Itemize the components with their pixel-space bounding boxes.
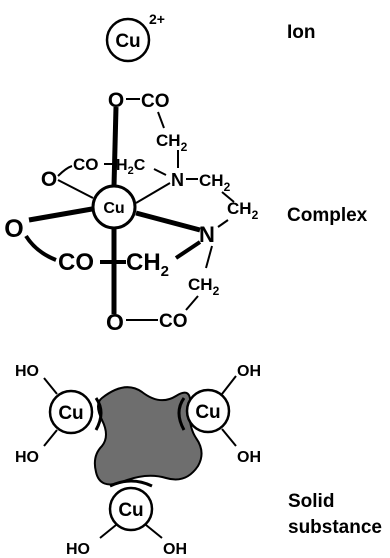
atom-ch2-front: CH2 <box>126 249 169 280</box>
bond-cu-o-left-back <box>57 179 94 199</box>
ion-metal-symbol: Cu <box>115 31 140 52</box>
solid-bottom-oh-left: HO <box>66 541 90 558</box>
solid-cu-bottom-bond <box>109 479 153 488</box>
atom-o-top: O <box>108 89 124 112</box>
solid-group: Cu HO HO Cu OH OH Cu HO OH Solid substan… <box>15 363 382 558</box>
atom-co-top: CO <box>141 91 170 112</box>
bond-cu-n-front <box>135 210 201 233</box>
solid-cu-right-bond <box>177 397 186 431</box>
solid-cu-bottom-symbol: Cu <box>118 500 143 521</box>
complex-label: Complex <box>287 205 368 226</box>
bond-n-ch2-low <box>205 245 213 269</box>
bond-o-co-front <box>24 234 57 262</box>
bond-cu-n-back <box>135 182 171 204</box>
complex-group: O CO CH2 O CO H2C N CH2 CH2 Cu N O CO CH… <box>4 89 367 335</box>
bond-co-ch2-top <box>157 111 165 129</box>
atom-ch2-right-mid: CH2 <box>227 199 259 222</box>
atom-n-back: N <box>171 170 184 190</box>
solid-right-oh-bottom: OH <box>237 449 261 466</box>
solid-left-oh-top-bond <box>43 377 58 395</box>
solid-bottom-oh-left-bond <box>99 524 117 539</box>
bond-h2c-n-back <box>153 168 167 176</box>
bond-ch2-n-front <box>217 219 229 228</box>
solid-left-oh-top: HO <box>15 363 39 380</box>
solid-right-oh-top: OH <box>237 363 261 380</box>
solid-left-oh-bottom: HO <box>15 449 39 466</box>
solid-bottom-oh-right: OH <box>163 541 187 558</box>
complex-metal-symbol: Cu <box>103 200 124 217</box>
atom-o-bottom: O <box>106 309 124 335</box>
solid-cu-bottom-circle <box>108 486 154 532</box>
solid-cu-left-bond <box>94 397 103 431</box>
atom-co-front: CO <box>58 249 94 276</box>
complex-cu-circle <box>91 184 137 230</box>
solid-left-oh-bottom-bond <box>43 429 58 447</box>
solid-label-line2: substance <box>288 517 382 538</box>
bond-cu-o-left-front <box>28 206 93 223</box>
atom-co-bottom: CO <box>159 311 188 332</box>
ion-group: Cu 2+ Ion <box>105 11 316 63</box>
ion-circle <box>105 17 151 63</box>
atom-o-left-front: O <box>4 215 23 243</box>
ion-charge: 2+ <box>149 11 165 27</box>
solid-bottom-oh-right-bond <box>145 524 163 539</box>
solid-cu-right-symbol: Cu <box>195 402 220 423</box>
bond-cu-o-top <box>111 106 119 187</box>
solid-label-line1: Solid <box>288 491 334 512</box>
atom-h2c-mid: H2C <box>116 157 146 177</box>
atom-o-left-back: O <box>41 168 57 191</box>
atom-ch2-top: CH2 <box>156 131 188 154</box>
bond-o-co-mid <box>57 165 73 177</box>
solid-particle <box>93 386 203 486</box>
atom-co-mid-back: CO <box>73 155 99 174</box>
bond-ch2-co-bottom <box>185 295 199 311</box>
solid-cu-left-symbol: Cu <box>58 403 83 424</box>
bond-ch2-ch2-right <box>221 191 235 203</box>
solid-cu-right-circle <box>185 388 231 434</box>
solid-cu-left-circle <box>48 389 94 435</box>
atom-n-front: N <box>199 222 215 247</box>
solid-right-oh-bottom-bond <box>221 428 237 447</box>
atom-ch2-low: CH2 <box>188 275 220 298</box>
solid-right-oh-top-bond <box>221 375 237 395</box>
ion-label: Ion <box>287 22 316 43</box>
atom-ch2-right-top: CH2 <box>199 171 231 194</box>
bond-n-ch2-front <box>174 240 202 260</box>
